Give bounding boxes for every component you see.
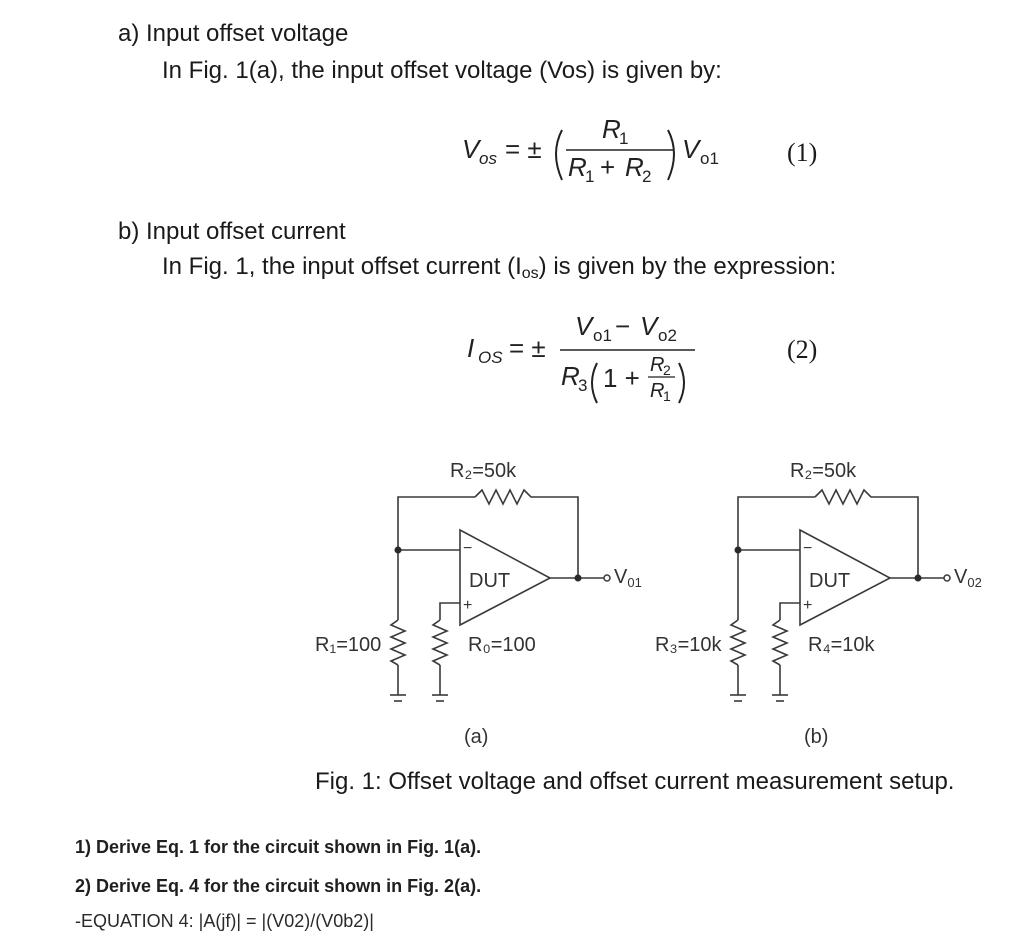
svg-text:2: 2	[642, 167, 651, 186]
equation-1-number: (1)	[787, 138, 818, 167]
junction-dot	[734, 546, 742, 554]
panel-a-label: (a)	[464, 726, 488, 748]
junction-dot	[574, 574, 582, 582]
svg-text:V: V	[682, 134, 702, 164]
svg-text:R: R	[568, 152, 587, 182]
equation-2-number: (2)	[787, 335, 818, 364]
svg-text:R: R	[561, 361, 580, 391]
svg-text:1: 1	[663, 388, 671, 404]
svg-text:o2: o2	[658, 326, 677, 345]
svg-text:I: I	[467, 333, 474, 363]
svg-text:= ±: = ±	[509, 333, 546, 363]
dut-label: DUT	[469, 570, 510, 592]
svg-text:+: +	[463, 597, 472, 614]
dut-label: DUT	[809, 570, 850, 592]
question-1: 1) Derive Eq. 1 for the circuit shown in…	[75, 837, 482, 857]
equation-1: V os = ± R 1 R 1 + R 2 V o1	[462, 114, 719, 186]
section-b-text: In Fig. 1, the input offset current (Ios…	[162, 253, 837, 282]
equation-2: I OS = ± V o1 − V o2 R 3 1 + R 2 R 1	[467, 311, 695, 404]
svg-text:o1: o1	[700, 149, 719, 168]
r2-label: R₂=50k	[790, 460, 857, 482]
svg-text:o1: o1	[593, 326, 612, 345]
svg-text:−: −	[463, 540, 472, 557]
svg-text:V: V	[640, 311, 660, 341]
svg-text:1: 1	[619, 129, 628, 148]
vo1-label: V01	[614, 566, 642, 590]
r4-label: R₄=10k	[808, 634, 876, 656]
svg-text:OS: OS	[478, 348, 503, 367]
svg-text:R: R	[625, 152, 644, 182]
svg-text:−: −	[803, 540, 812, 557]
section-a-text: In Fig. 1(a), the input offset voltage (…	[162, 57, 722, 84]
svg-text:= ±: = ±	[505, 134, 542, 164]
svg-text:V: V	[575, 311, 595, 341]
svg-text:1 +: 1 +	[603, 363, 640, 393]
equation-4-note: -EQUATION 4: |A(jf)| = |(V02)/(V0b2)|	[75, 911, 374, 931]
circuit-b: − + DUT R₂=50k R₃=10k R₄=10k V02 (b)	[655, 460, 982, 748]
output-terminal	[943, 574, 951, 582]
svg-text:−: −	[615, 311, 630, 341]
r1-label: R₁=100	[315, 634, 381, 656]
svg-text:3: 3	[578, 376, 587, 395]
svg-text:R: R	[650, 380, 664, 402]
svg-text:2: 2	[663, 362, 671, 378]
circuit-a: − + DUT R₂=50k R₁=100 R₀=100 V01 (a)	[315, 460, 642, 748]
svg-text:R: R	[650, 354, 664, 376]
figure-caption: Fig. 1: Offset voltage and offset curren…	[315, 768, 955, 795]
junction-dot	[914, 574, 922, 582]
r2-label: R₂=50k	[450, 460, 517, 482]
svg-text:R: R	[602, 114, 621, 144]
panel-b-label: (b)	[804, 726, 828, 748]
svg-text:+: +	[803, 597, 812, 614]
junction-dot	[394, 546, 402, 554]
svg-text:1: 1	[585, 167, 594, 186]
section-a-heading: a) Input offset voltage	[118, 20, 349, 47]
vo2-label: V02	[954, 566, 982, 590]
question-2: 2) Derive Eq. 4 for the circuit shown in…	[75, 876, 482, 896]
svg-text:V: V	[462, 134, 482, 164]
r3-label: R₃=10k	[655, 634, 723, 656]
svg-text:+: +	[600, 152, 615, 182]
svg-text:os: os	[479, 149, 497, 168]
output-terminal	[603, 574, 611, 582]
r0-label: R₀=100	[468, 634, 536, 656]
section-b-heading: b) Input offset current	[118, 218, 346, 245]
